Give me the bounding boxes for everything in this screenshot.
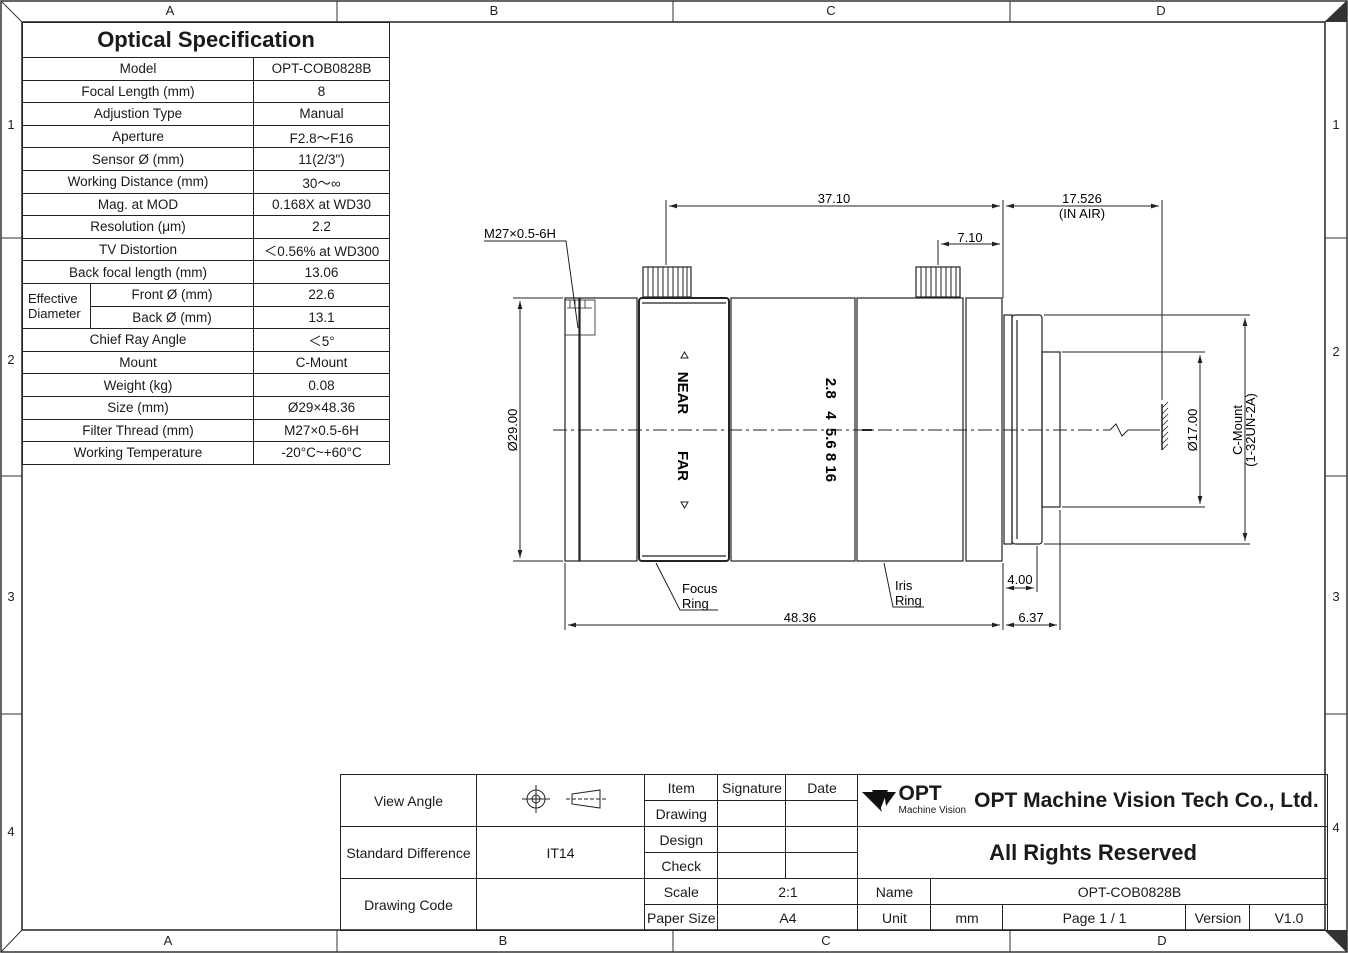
- aperture-scale: 2.8 4 5.6 8 16: [822, 378, 839, 482]
- rights-text: All Rights Reserved: [857, 826, 1329, 879]
- dim-4-00: 4.00: [1007, 572, 1032, 587]
- zone-col-d-top: D: [1156, 3, 1166, 18]
- dim-dia-17: Ø17.00: [1185, 409, 1200, 452]
- title-block: View Angle Item Signature Date: [340, 774, 1329, 931]
- far-label: FAR: [674, 451, 691, 481]
- zone-col-b-top: B: [489, 3, 499, 18]
- focus-knob: [642, 266, 692, 298]
- design-label: Design: [643, 826, 719, 853]
- logo-text: OPT: [898, 782, 942, 805]
- view-angle-label: View Angle: [340, 774, 477, 827]
- zone-col-a-top: A: [165, 3, 175, 18]
- iris-ring-label-2: Ring: [895, 593, 922, 608]
- iris-ring-label-1: Iris: [895, 578, 913, 593]
- focus-ring-label-2: Ring: [682, 596, 709, 611]
- projection-symbol-icon: [521, 785, 606, 813]
- drawing-code-label: Drawing Code: [340, 878, 477, 931]
- dim-total-length: 48.36: [784, 610, 817, 625]
- zone-col-b-bottom: B: [498, 933, 508, 948]
- zone-row-4-right: 4: [1332, 820, 1340, 835]
- unit-label: Unit: [857, 904, 932, 931]
- name-label: Name: [857, 878, 932, 905]
- spec-row: Back focal length (mm)13.06: [22, 260, 390, 284]
- zone-col-a-bottom: A: [163, 933, 173, 948]
- dim-6-37: 6.37: [1018, 610, 1043, 625]
- zone-row-3-left: 3: [7, 589, 15, 604]
- spec-row: Focal Length (mm)8: [22, 79, 390, 104]
- mount-thread: (1-32UN-2A): [1243, 393, 1258, 467]
- zone-col-d-bottom: D: [1157, 933, 1167, 948]
- date-label: Date: [785, 774, 859, 801]
- spec-row: Resolution (μm)2.2: [22, 215, 390, 239]
- check-label: Check: [643, 852, 719, 879]
- spec-row: Working Temperature-20°C~+60°C: [22, 441, 390, 465]
- spec-row: Filter Thread (mm)M27×0.5-6H: [22, 418, 390, 443]
- signature-label: Signature: [717, 774, 787, 801]
- thread-label: M27×0.5-6H: [484, 226, 556, 241]
- zone-row-2-right: 2: [1332, 344, 1340, 359]
- dim-dia-29: Ø29.00: [505, 409, 520, 452]
- near-label: NEAR: [674, 372, 691, 415]
- mount-label: C-Mount: [1230, 405, 1245, 455]
- dim-back-focal: 17.526: [1062, 191, 1102, 206]
- drawing-label: Drawing: [643, 800, 719, 827]
- zone-row-2-left: 2: [7, 352, 15, 367]
- zone-row-1-right: 1: [1332, 117, 1340, 132]
- paper-size-label: Paper Size: [643, 904, 719, 931]
- effective-diameter-label: Effective Diameter: [22, 282, 91, 330]
- view-angle-symbol: [476, 774, 645, 827]
- name-value: OPT-COB0828B: [930, 878, 1329, 905]
- spec-row: Working Distance (mm)30～∞: [22, 169, 390, 194]
- zone-col-c-bottom: C: [821, 933, 831, 948]
- standard-difference-value: IT14: [476, 826, 645, 879]
- version-value: V1.0: [1249, 904, 1329, 931]
- drawing-code-value: [476, 878, 645, 931]
- spec-row: Weight (kg)0.08: [22, 373, 390, 397]
- unit-value: mm: [930, 904, 1004, 931]
- page-number: Page 1 / 1: [1002, 904, 1187, 931]
- dim-back-note: (IN AIR): [1059, 206, 1105, 221]
- zone-col-c-top: C: [826, 3, 836, 18]
- spec-title: Optical Specification: [22, 22, 390, 58]
- spec-row: Sensor Ø (mm)11(2/3"): [22, 147, 390, 171]
- zone-row-4-left: 4: [7, 824, 15, 839]
- scale-value: 2:1: [717, 878, 859, 905]
- spec-row: Effective Diameter Front Ø (mm)22.6: [22, 282, 390, 330]
- opt-logo-icon: [862, 789, 897, 812]
- logo-subtext: Machine Vision: [898, 805, 967, 816]
- item-label: Item: [643, 774, 719, 801]
- scale-label: Scale: [643, 878, 719, 905]
- iris-knob: [915, 266, 961, 298]
- paper-size-value: A4: [717, 904, 859, 931]
- company-name: OPT Machine Vision Tech Co., Ltd.: [974, 788, 1319, 812]
- dim-37-10: 37.10: [818, 191, 851, 206]
- zone-row-1-left: 1: [7, 117, 15, 132]
- focus-ring-label-1: Focus: [682, 581, 718, 596]
- zone-row-3-right: 3: [1332, 589, 1340, 604]
- version-label: Version: [1185, 904, 1251, 931]
- standard-difference-label: Standard Difference: [340, 826, 477, 879]
- dim-7-10: 7.10: [957, 230, 982, 245]
- company-cell: OPT Machine Vision OPT Machine Vision Te…: [857, 774, 1329, 827]
